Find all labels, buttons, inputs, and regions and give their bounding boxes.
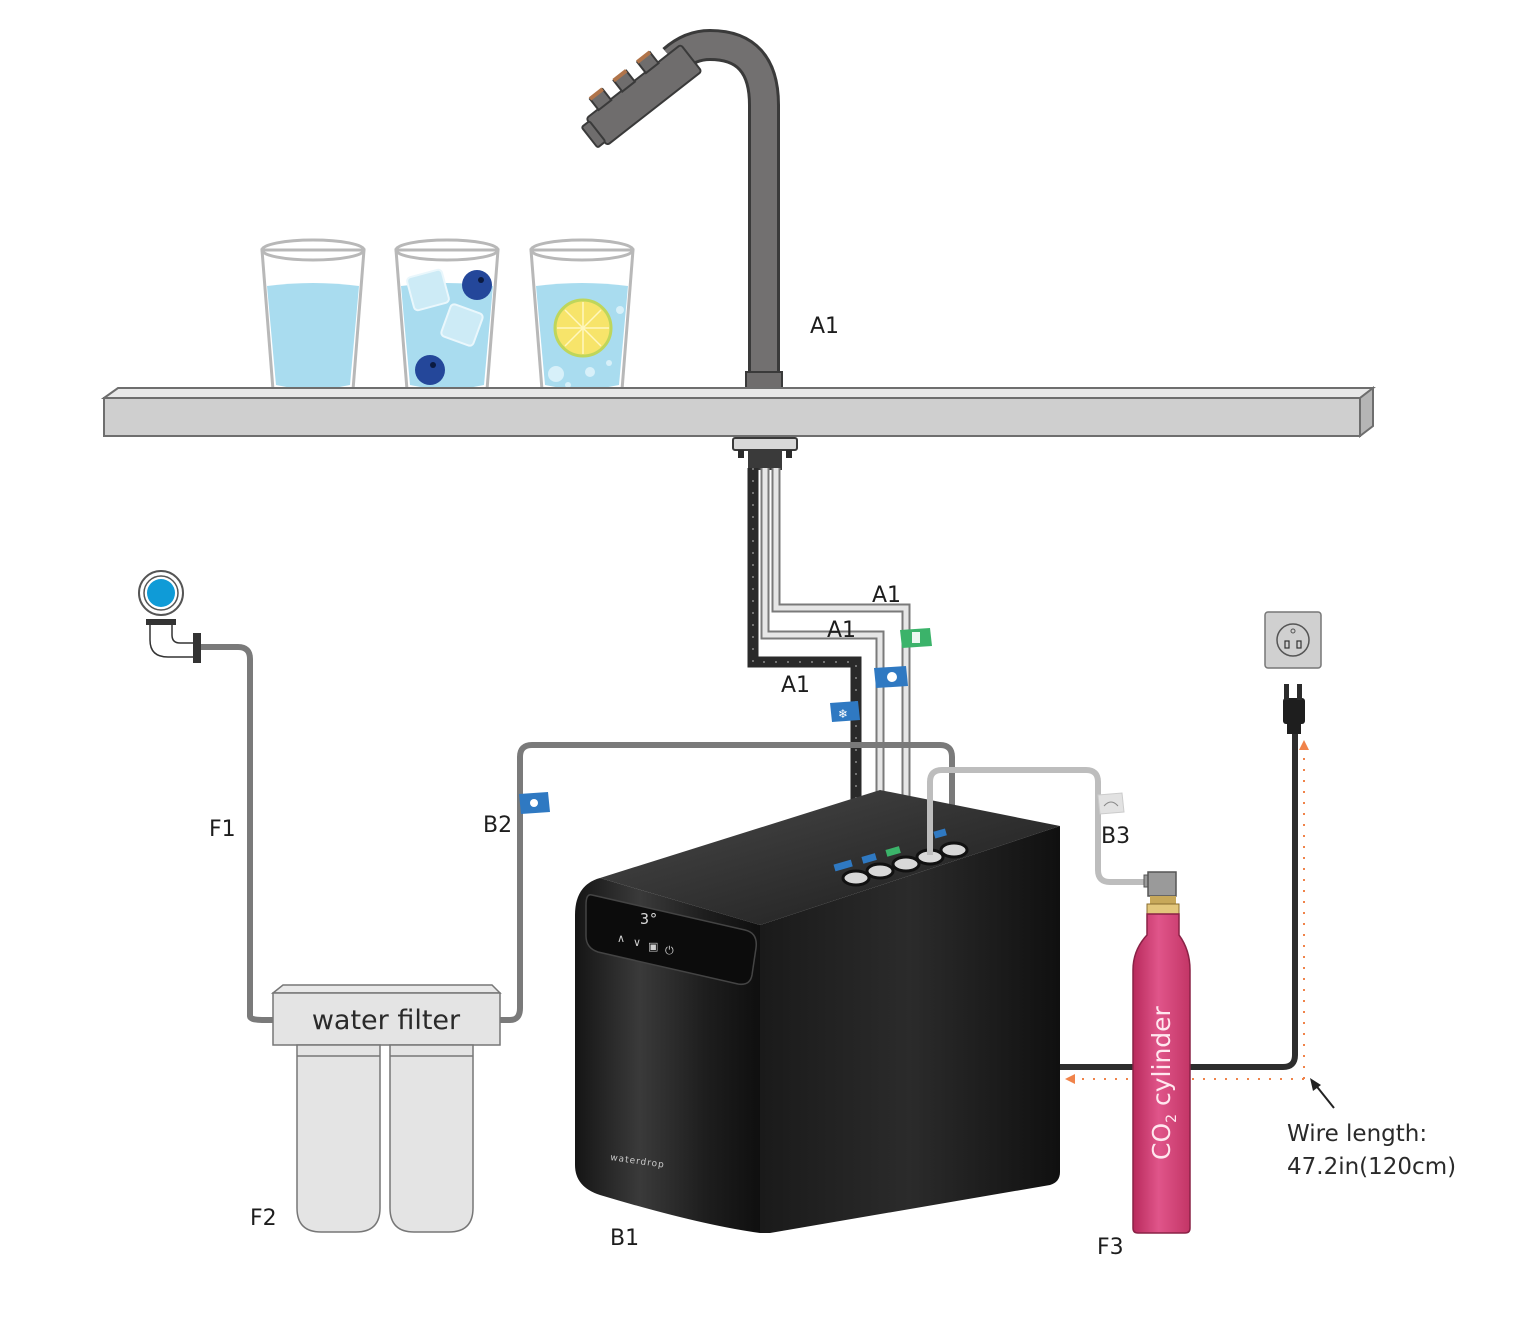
faucet-mount-nut <box>732 437 798 470</box>
countertop <box>100 385 1376 439</box>
unit-ports <box>833 828 969 887</box>
arrow-left-icon <box>1065 1074 1075 1084</box>
lock-button-icon[interactable]: ▣ <box>648 940 658 953</box>
co2-cylinder <box>1132 871 1191 1234</box>
faucet-label: A1 <box>810 314 839 339</box>
wall-outlet-icon <box>1264 611 1322 669</box>
co2-tag-icon <box>1097 792 1125 815</box>
ambient-tag-icon <box>900 628 932 648</box>
temperature-display: 3° <box>640 910 658 928</box>
hose-label-a1-top: A1 <box>872 583 901 608</box>
water-filter-label: F2 <box>250 1206 277 1231</box>
down-button-icon[interactable]: ∨ <box>633 936 641 949</box>
ice-cube-icon <box>406 268 450 312</box>
glass-still-water <box>260 238 366 396</box>
filtered-hose-label: B2 <box>483 813 512 838</box>
sparkling-tag-icon <box>874 666 908 688</box>
ice-cube-icon <box>440 303 484 347</box>
inlet-hose-label: F1 <box>209 817 236 842</box>
svg-text:❄: ❄ <box>838 707 848 721</box>
co2-cylinder-label: F3 <box>1097 1235 1124 1260</box>
hose-label-a1-mid: A1 <box>827 618 856 643</box>
co2-hose-label: B3 <box>1101 824 1130 849</box>
filtered-water-hose-b2 <box>500 742 955 1023</box>
water-supply-valve <box>138 570 201 663</box>
faucet-hoses <box>747 468 911 868</box>
co2-hose-b3 <box>927 767 1145 885</box>
power-button-icon[interactable]: ⏻ <box>665 944 674 957</box>
filtered-inlet-tag-icon <box>519 792 550 814</box>
cold-water-tag-icon: ❄ <box>830 701 860 722</box>
inlet-hose-f1 <box>201 644 273 1023</box>
co2-cylinder-text: CO2 cylinder <box>1147 1005 1180 1160</box>
wire-length-title: Wire length: <box>1287 1121 1427 1147</box>
hose-label-a1-bottom: A1 <box>781 673 810 698</box>
unit-label: B1 <box>610 1226 639 1251</box>
water-filter-text: water filter <box>312 1005 461 1036</box>
power-plug <box>1283 684 1305 734</box>
blueberry-icon <box>415 355 445 385</box>
power-cord <box>1060 733 1298 1070</box>
wire-length-value: 47.2in(120cm) <box>1287 1154 1456 1180</box>
sparkling-water-unit: 3° ∧ ∨ ▣ ⏻ waterdrop <box>575 790 1060 1233</box>
water-filter <box>270 984 502 1233</box>
glass-lemon-sparkling <box>529 238 635 396</box>
blueberry-icon <box>462 270 492 300</box>
arrow-up-icon <box>1299 740 1309 750</box>
svg-text:CO2 cylinder: CO2 cylinder <box>1147 1005 1180 1160</box>
wire-length-measure <box>1065 740 1309 1084</box>
up-button-icon[interactable]: ∧ <box>617 932 625 945</box>
glass-ice-blueberry <box>394 238 500 396</box>
faucet <box>581 28 788 399</box>
pointer-arrow-icon <box>1310 1078 1335 1109</box>
